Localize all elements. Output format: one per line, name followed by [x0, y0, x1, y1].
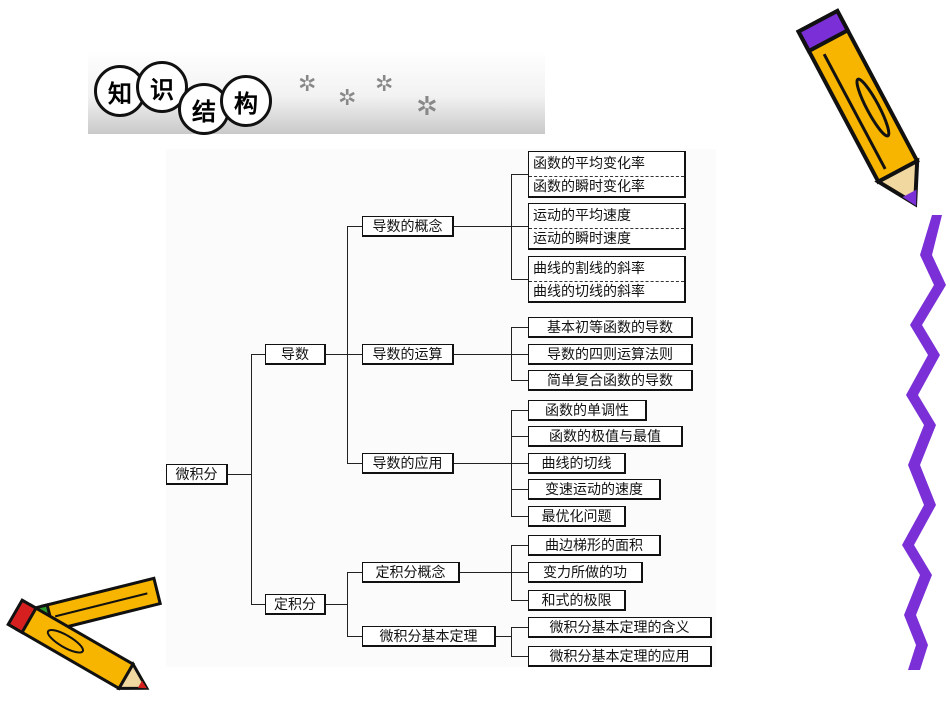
leaf-item: 和式的极限 — [528, 590, 626, 611]
node-derivative-concept: 导数的概念 — [362, 216, 454, 237]
node-root: 微积分 — [166, 464, 228, 485]
leaf-text: 曲线的割线的斜率 — [533, 261, 645, 277]
node-derivative-operation: 导数的运算 — [362, 344, 454, 365]
node-derivative-application: 导数的应用 — [362, 453, 454, 474]
node-fundamental-theorem: 微积分基本定理 — [362, 626, 496, 647]
leaf-text: 运动的瞬时速度 — [533, 231, 631, 247]
leaf-item: 曲边梯形的面积 — [528, 535, 661, 556]
leaf-item: 微积分基本定理的含义 — [528, 617, 712, 638]
star-icon: ✲ — [375, 72, 394, 97]
star-icon: ✲ — [298, 72, 317, 97]
leaf-pair: 运动的平均速度 运动的瞬时速度 — [528, 203, 686, 250]
leaf-text: 函数的瞬时变化率 — [533, 179, 645, 195]
wavy-ribbon — [902, 215, 946, 670]
star-icon: ✲ — [416, 92, 438, 122]
leaf-pair: 曲线的割线的斜率 曲线的切线的斜率 — [528, 256, 686, 303]
leaf-item: 微积分基本定理的应用 — [528, 646, 712, 667]
leaf-text: 运动的平均速度 — [533, 208, 631, 224]
leaf-item: 曲线的切线 — [528, 453, 626, 474]
star-icon: ✲ — [338, 86, 357, 111]
leaf-item: 变速运动的速度 — [528, 479, 661, 500]
leaf-item: 导数的四则运算法则 — [528, 344, 693, 365]
leaf-item: 简单复合函数的导数 — [528, 370, 693, 391]
pencil-icon — [795, 8, 920, 208]
leaf-item: 最优化问题 — [528, 506, 626, 527]
leaf-pair: 函数的平均变化率 函数的瞬时变化率 — [528, 151, 686, 198]
title-char-4: 构 — [220, 75, 272, 127]
leaf-item: 函数的极值与最值 — [528, 426, 683, 447]
leaf-text: 函数的平均变化率 — [533, 156, 645, 172]
leaf-item: 函数的单调性 — [528, 400, 647, 421]
pencil-icon — [6, 576, 163, 691]
leaf-item: 基本初等函数的导数 — [528, 317, 693, 338]
leaf-text: 曲线的切线的斜率 — [533, 284, 645, 300]
node-integral: 定积分 — [265, 594, 326, 615]
leaf-item: 变力所做的功 — [528, 562, 643, 583]
node-integral-concept: 定积分概念 — [362, 562, 460, 583]
node-derivative: 导数 — [265, 344, 326, 365]
title-banner: 知 识 结 构 ✲ ✲ ✲ ✲ — [88, 50, 545, 135]
